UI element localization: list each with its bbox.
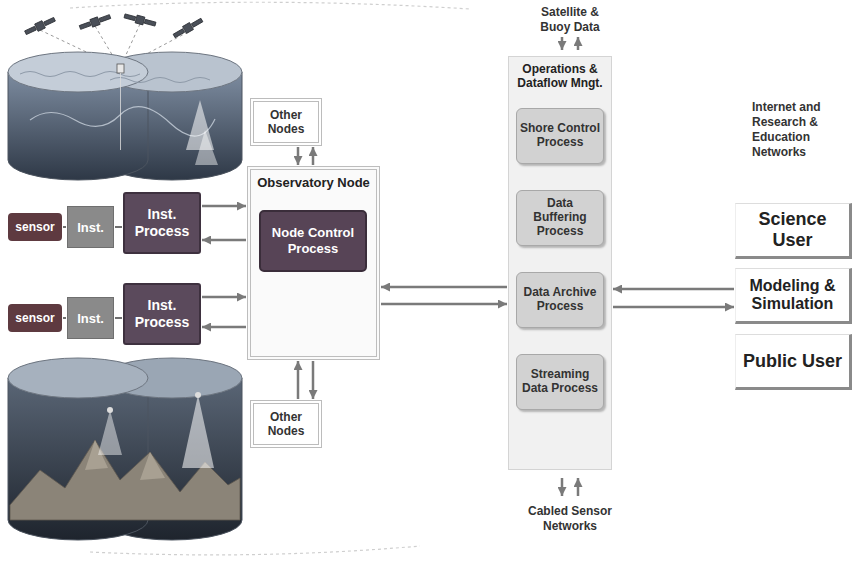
node-label: Other Nodes: [257, 410, 315, 439]
node-label: Public User: [743, 351, 842, 372]
text-group: Inst.: [77, 220, 104, 235]
process-box: Node Control Process: [259, 210, 367, 272]
text-group: Modeling & Simulation: [739, 277, 846, 314]
flow-arrow: [312, 361, 315, 399]
text-group: Observatory Node: [251, 170, 376, 191]
node-label: Operations & Dataflow Mngt.: [513, 62, 607, 91]
node-label: Inst.: [77, 220, 104, 235]
text-group: Public User: [743, 351, 842, 372]
instrument-box: Inst.: [67, 206, 114, 248]
user-box: Modeling & Simulation: [735, 268, 852, 324]
flow-arrow: [381, 286, 507, 289]
node-label: sensor: [15, 220, 54, 234]
node-label: sensor: [15, 311, 54, 325]
text-group: Other Nodes: [257, 108, 315, 137]
node-label: Science User: [739, 209, 846, 250]
text-group: Data Archive Process: [520, 286, 600, 314]
flow-arrow: [202, 239, 246, 242]
section-label: Cabled Sensor Networks: [522, 504, 618, 534]
cable-line: [115, 226, 122, 228]
operations-panel: Operations & Dataflow Mngt. Shore Control…: [508, 56, 612, 470]
flow-arrow: [381, 303, 507, 306]
text-group: Shore Control Process: [520, 122, 600, 150]
user-box: Public User: [735, 334, 852, 390]
node-label: Data Buffering Process: [520, 197, 600, 238]
flow-arrow: [202, 296, 246, 299]
process-box: Shore Control Process: [516, 108, 604, 164]
node-label: Modeling & Simulation: [739, 277, 846, 314]
flow-arrow: [297, 147, 300, 165]
sketch-outline: [70, 2, 470, 9]
sensor-box: sensor: [8, 213, 62, 241]
node-label: Shore Control Process: [520, 122, 600, 150]
process-box: Inst. Process: [123, 192, 201, 254]
node-label: Streaming Data Process: [520, 368, 600, 396]
text-group: sensor: [15, 311, 54, 325]
text-group: Node Control Process: [264, 225, 362, 256]
seafloor-volume: [8, 358, 242, 540]
process-box: Data Buffering Process: [516, 190, 604, 246]
cable-line: [63, 226, 66, 228]
cable-line: [115, 317, 122, 319]
flow-arrow: [613, 306, 734, 309]
node-label: Inst. Process: [128, 297, 196, 331]
ocean-volume: [8, 52, 242, 180]
node-box: Other Nodes: [250, 98, 322, 146]
satellite-icon: [24, 12, 204, 39]
process-box: Data Archive Process: [516, 272, 604, 328]
flow-arrow: [312, 147, 315, 165]
node-label: Other Nodes: [257, 108, 315, 137]
process-box: Streaming Data Process: [516, 354, 604, 410]
section-label: Satellite & Buoy Data: [528, 5, 612, 35]
user-box: Science User: [735, 203, 852, 259]
text-group: Inst.: [77, 311, 104, 326]
node-label: Data Archive Process: [520, 286, 600, 314]
sensor-box: sensor: [8, 304, 62, 332]
section-label: Internet and Research & Education Networ…: [752, 100, 854, 160]
sketch-outline: [90, 546, 420, 555]
process-box: Inst. Process: [123, 283, 201, 345]
instrument-box: Inst.: [67, 297, 114, 339]
flow-arrow: [297, 361, 300, 399]
flow-arrow: [613, 288, 734, 291]
node-label: Inst.: [77, 311, 104, 326]
node-label: Inst. Process: [128, 206, 196, 240]
flow-arrow: [202, 326, 246, 329]
text-group: Operations & Dataflow Mngt.: [509, 57, 611, 91]
cable-line: [63, 317, 66, 319]
text-group: Science User: [739, 209, 846, 250]
text-group: Data Buffering Process: [520, 197, 600, 238]
text-group: Other Nodes: [257, 410, 315, 439]
text-group: Inst. Process: [128, 297, 196, 331]
node-label: Observatory Node: [257, 175, 370, 191]
text-group: Streaming Data Process: [520, 368, 600, 396]
text-group: Inst. Process: [128, 206, 196, 240]
node-box: Other Nodes: [250, 400, 322, 448]
node-label: Node Control Process: [264, 225, 362, 256]
flow-arrow: [202, 205, 246, 208]
observatory-node: Observatory NodeNode Control Process: [247, 166, 380, 360]
text-group: sensor: [15, 220, 54, 234]
